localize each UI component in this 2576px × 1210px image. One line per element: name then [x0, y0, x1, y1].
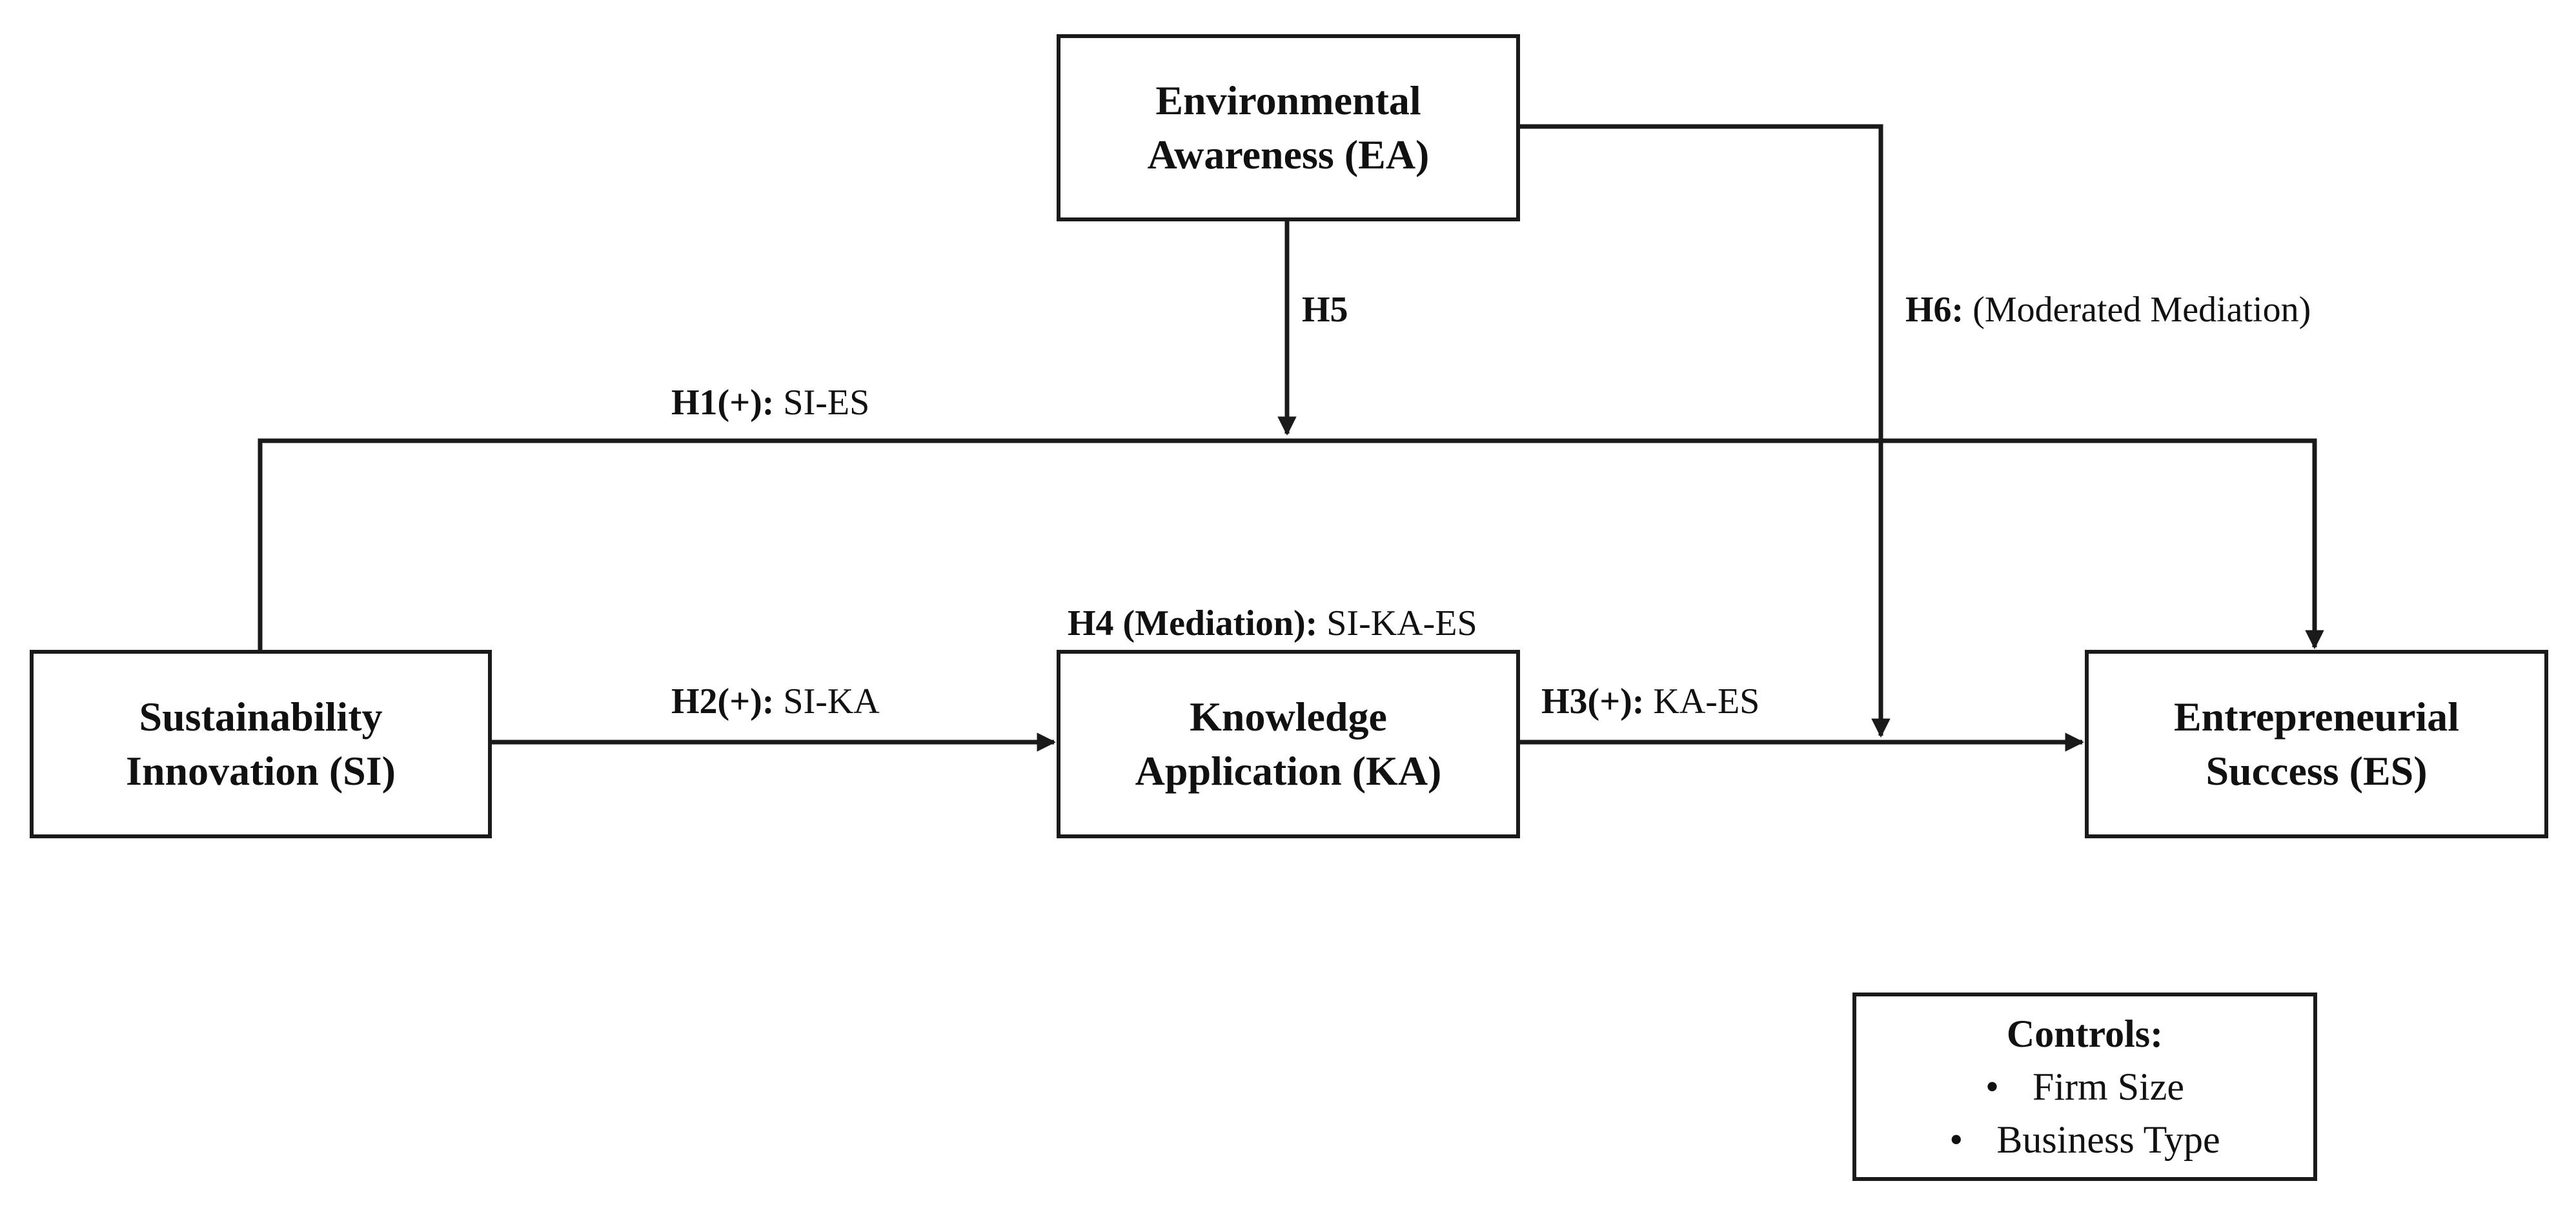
controls-item: • Business Type: [1949, 1113, 2220, 1166]
label-h3-text: KA-ES: [1653, 681, 1760, 721]
label-h6: H6: (Moderated Mediation): [1905, 289, 2311, 330]
controls-item-label: Firm Size: [2033, 1065, 2184, 1108]
bullet-icon: •: [1949, 1118, 1963, 1161]
label-h1-text: SI-ES: [783, 383, 870, 423]
label-h1-tag: H1(+):: [671, 383, 775, 423]
label-h4-tag: H4 (Mediation):: [1068, 603, 1318, 643]
box-si-line2: Innovation (SI): [126, 748, 396, 794]
box-si-line1: Sustainability: [139, 694, 383, 740]
box-entrepreneurial-success: Entrepreneurial Success (ES): [2085, 650, 2548, 838]
box-ea-line1: Environmental: [1155, 77, 1421, 123]
label-h4-text: SI-KA-ES: [1326, 603, 1477, 643]
arrow-h6-ea-moderates-h3: [1520, 124, 1891, 738]
box-sustainability-innovation: Sustainability Innovation (SI): [30, 650, 492, 838]
label-h5: H5: [1302, 289, 1348, 330]
arrow-h1-si-es: [258, 438, 2324, 650]
box-es-line1: Entrepreneurial: [2173, 694, 2460, 740]
box-ka-line2: Application (KA): [1135, 748, 1442, 794]
label-h1: H1(+): SI-ES: [671, 382, 869, 423]
label-h5-tag: H5: [1302, 290, 1348, 330]
label-h4: H4 (Mediation): SI-KA-ES: [1068, 603, 1477, 644]
label-h2-tag: H2(+):: [671, 681, 775, 721]
label-h3-tag: H3(+):: [1541, 681, 1645, 721]
box-environmental-awareness: Environmental Awareness (EA): [1057, 34, 1520, 221]
controls-title: Controls:: [2006, 1013, 2164, 1055]
controls-item: • Firm Size: [1949, 1060, 2220, 1113]
label-h2: H2(+): SI-KA: [671, 681, 880, 722]
box-ea-line2: Awareness (EA): [1147, 132, 1430, 177]
controls-list: • Firm Size • Business Type: [1949, 1060, 2220, 1166]
box-knowledge-application: Knowledge Application (KA): [1057, 650, 1520, 838]
bullet-icon: •: [1985, 1065, 1999, 1108]
controls-box: Controls: • Firm Size • Business Type: [1852, 993, 2317, 1181]
controls-item-label: Business Type: [1996, 1118, 2220, 1161]
label-h6-text: (Moderated Mediation): [1973, 290, 2311, 330]
box-ka-line1: Knowledge: [1190, 694, 1387, 740]
box-es-line2: Success (ES): [2206, 748, 2428, 794]
label-h3: H3(+): KA-ES: [1541, 681, 1760, 722]
label-h6-tag: H6:: [1905, 290, 1964, 330]
label-h2-text: SI-KA: [783, 681, 880, 721]
